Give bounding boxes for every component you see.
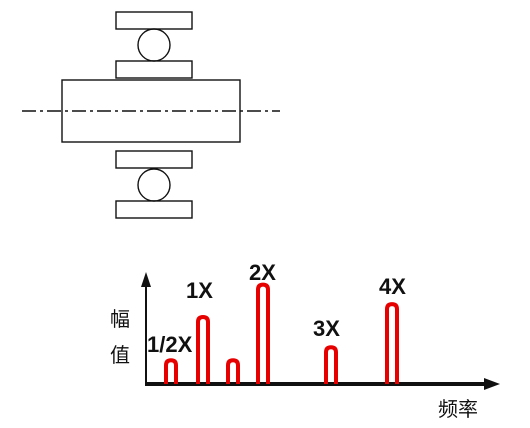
peak-half-x [164, 358, 178, 384]
x-axis-arrow [484, 378, 500, 390]
peak-4x [385, 302, 399, 384]
peak-label-3x: 3X [313, 316, 340, 341]
spectrum-peaks [164, 282, 399, 384]
y-axis-arrow [141, 272, 151, 287]
top-rolling-ball [137, 28, 171, 62]
y-axis-label-char-2: 值 [110, 343, 130, 367]
peak-label-2x: 2X [249, 260, 276, 285]
y-axis-label-char-1: 幅 [110, 307, 130, 331]
peak-1x [196, 315, 210, 384]
bottom-outer-race [115, 200, 193, 219]
peak-minor [226, 358, 240, 384]
peak-labels: 1/2X 1X 2X 3X 4X [147, 260, 406, 357]
bottom-rolling-ball [137, 168, 171, 202]
bottom-inner-race [115, 150, 193, 169]
peak-label-half-x: 1/2X [147, 332, 193, 357]
top-inner-race [115, 60, 193, 79]
peak-label-1x: 1X [186, 278, 213, 303]
spectrum-axes: 幅 值 频率 [110, 272, 500, 421]
peak-3x [324, 345, 338, 384]
top-outer-race [115, 11, 193, 30]
peak-2x [256, 282, 270, 384]
x-axis-label: 频率 [438, 397, 478, 421]
peak-label-4x: 4X [379, 274, 406, 299]
shaft-bearing-schematic [22, 11, 280, 219]
